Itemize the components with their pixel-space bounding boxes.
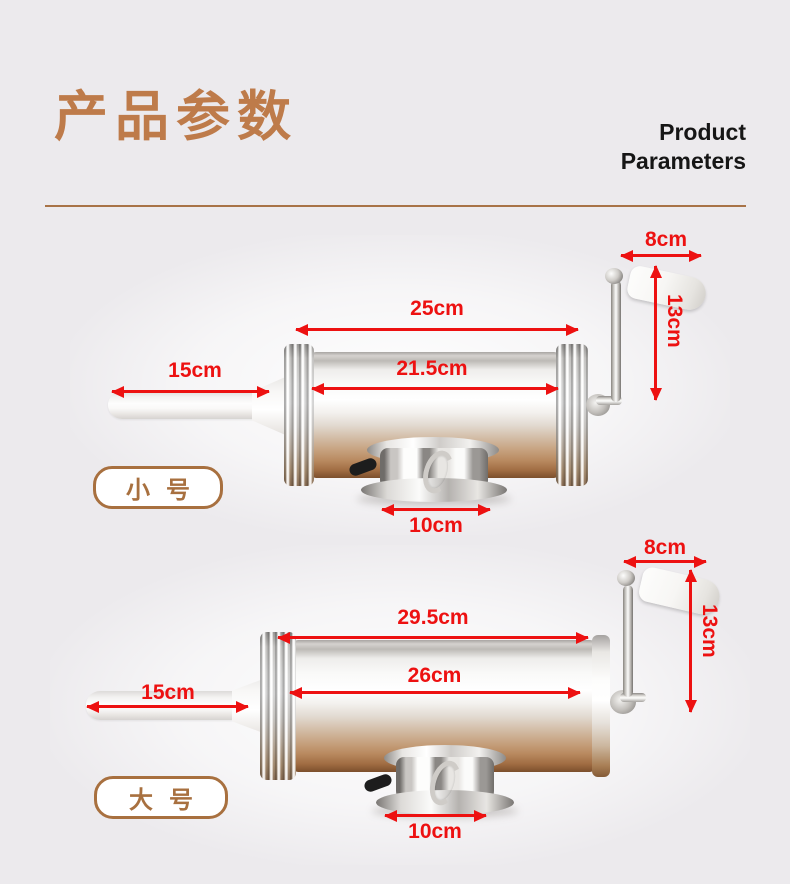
handle-width-label-small: 8cm [644,228,688,251]
base-width-label-large: 10cm [408,820,462,843]
barrel-length-arrow-large [289,686,581,699]
nozzle-length-arrow-large [86,700,249,713]
crank-arm-large [623,585,633,697]
handle-height-arrow-small [649,265,662,401]
handle-height-arrow-large [684,569,697,713]
handle-height-label-small: 13cm [663,294,686,348]
page-title-en-line1: Product [659,119,746,145]
barrel-length-label-large: 26cm [407,664,462,687]
knurled-cap-right-small [556,344,588,486]
handle-width-label-large: 8cm [643,536,687,559]
handle-width-arrow-large [623,555,707,568]
crank-pivot-small [605,268,623,284]
base-width-label-small: 10cm [409,514,463,537]
crank-pivot-large [617,570,635,586]
handle-width-arrow-small [620,249,702,262]
divider-line [45,205,746,207]
crank-arm-small [611,280,621,402]
page-title-zh: 产品参数 [54,87,298,147]
nozzle-tube-small [108,391,260,419]
knurled-cap-left-small [284,344,314,486]
body-length-label-small: 25cm [410,297,464,320]
size-badge-small: 小号 [93,466,223,509]
size-badge-large-label: 大号 [129,787,209,814]
knurled-cap-left-large [260,632,296,780]
nozzle-length-label-small: 15cm [168,359,222,382]
body-length-arrow-small [295,323,579,336]
body-length-arrow-large [277,631,589,644]
handle-height-label-large: 13cm [698,604,721,658]
base-width-arrow-large [384,809,487,822]
barrel-length-label-small: 21.5cm [396,357,468,380]
body-length-label-large: 29.5cm [397,606,469,629]
crank-elbow-large [620,693,646,702]
base-bottom-flange-small [361,478,507,502]
size-badge-large: 大号 [94,776,228,819]
page-title-en-line2: Parameters [620,148,746,174]
nozzle-length-label-large: 15cm [141,681,195,704]
barrel-length-arrow-small [311,382,559,395]
crank-elbow-small [596,396,622,405]
size-badge-small-label: 小号 [126,477,206,504]
base-bottom-flange-large [376,790,514,815]
page-title-en: Product Parameters [621,118,746,176]
end-rim-right-large [592,635,610,777]
nozzle-length-arrow-small [111,385,270,398]
base-width-arrow-small [381,503,491,516]
